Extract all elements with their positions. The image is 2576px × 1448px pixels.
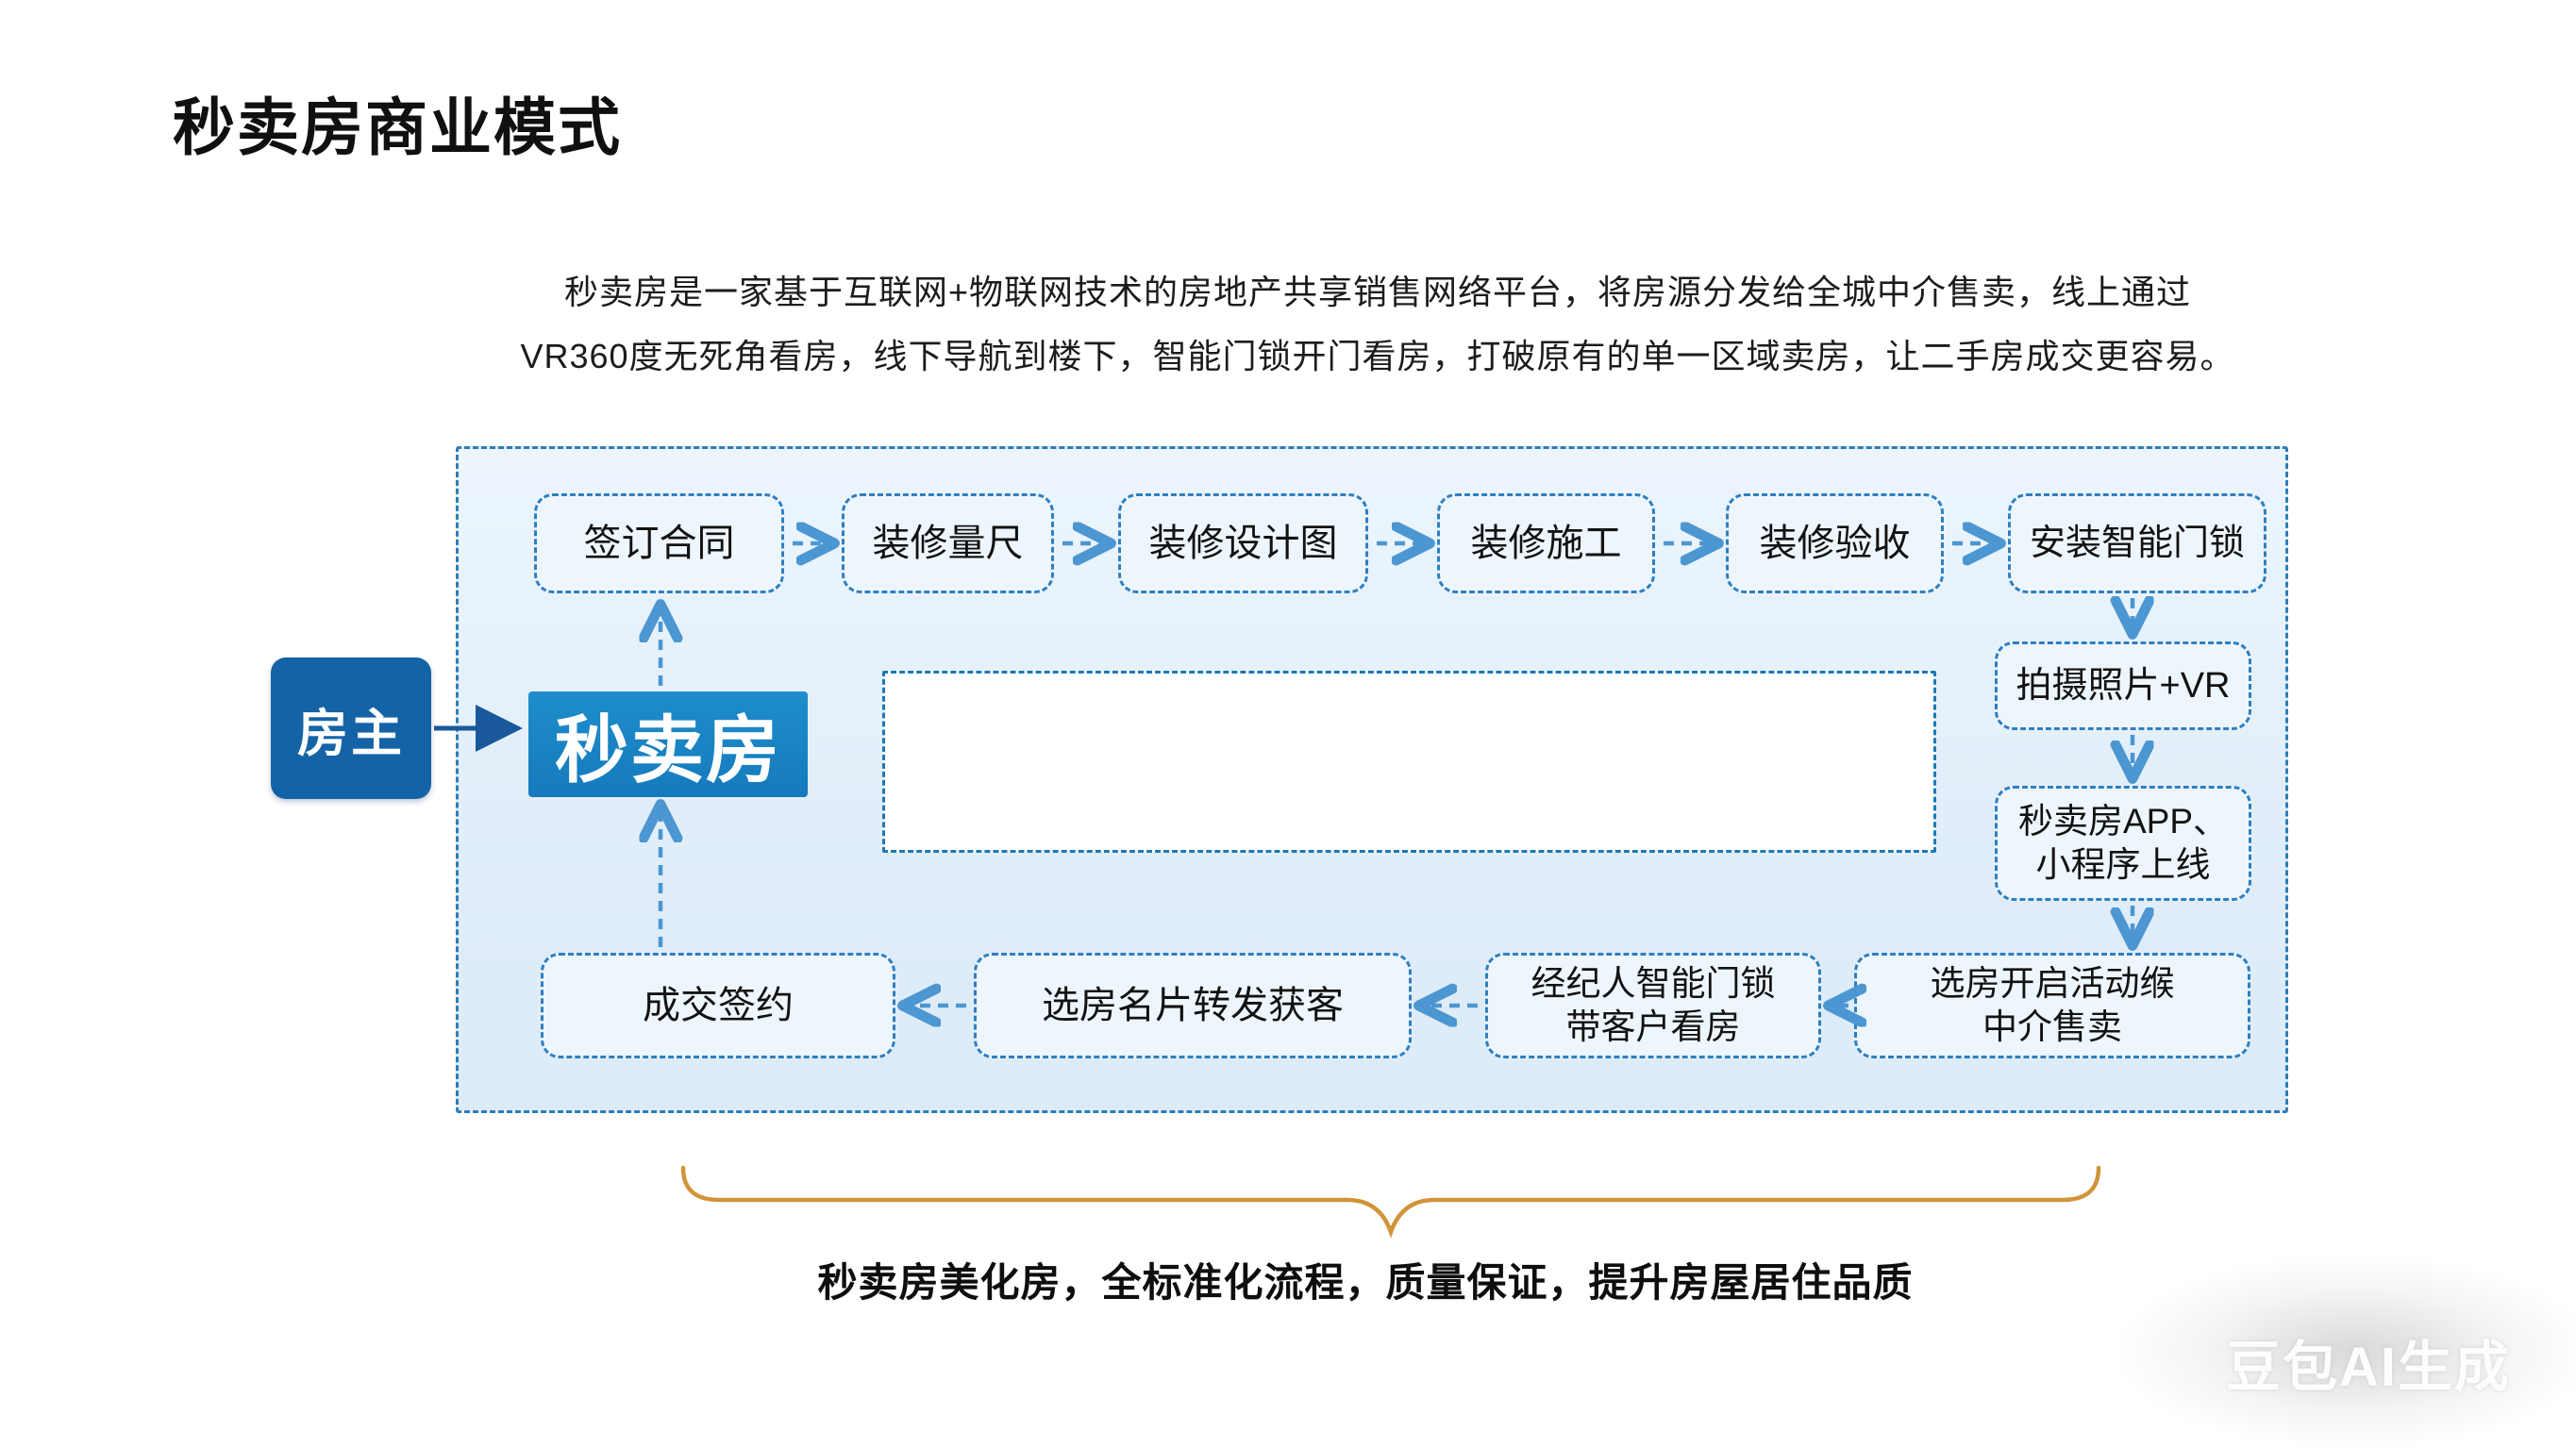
node-install-smart-lock-label: 安装智能门锁 (2029, 524, 2245, 563)
node-construction: 装修施工 (1437, 493, 1655, 593)
node-acceptance-label: 装修验收 (1759, 523, 1911, 564)
node-measure: 装修量尺 (842, 493, 1054, 593)
page-title: 秒卖房商业模式 (173, 92, 622, 162)
node-listing-distribution: 选房开启活动缑 中介售卖 (1854, 953, 2250, 1058)
node-construction-label: 装修施工 (1470, 523, 1622, 564)
platform-box: 秒卖房 (528, 691, 808, 797)
node-deal-signing-label: 成交签约 (643, 985, 794, 1026)
node-photos-vr-label: 拍摄照片+VR (2016, 666, 2231, 706)
summary-brace (680, 1165, 2101, 1239)
summary-caption: 秒卖房美化房，全标准化流程，质量保证，提升房屋居住品质 (817, 1260, 1914, 1305)
intro-line-1: 秒卖房是一家基于互联网+物联网技术的房地产共享销售网络平台，将房源分发给全城中介… (563, 273, 2192, 311)
owner-label: 房主 (297, 705, 405, 762)
node-card-sharing: 选房名片转发获客 (974, 953, 1412, 1058)
platform-label: 秒卖房 (554, 708, 781, 791)
node-agent-showing: 经纪人智能门锁 带客户看房 (1485, 953, 1821, 1058)
node-listing-distribution-line1: 选房开启活动缑 (1930, 964, 2175, 1003)
node-sign-contract: 签订合同 (534, 493, 784, 593)
watermark-text: 豆包AI生成 (2225, 1337, 2511, 1398)
node-photos-vr: 拍摄照片+VR (1995, 641, 2251, 730)
node-measure-label: 装修量尺 (872, 523, 1024, 564)
owner-box: 房主 (271, 657, 431, 799)
node-listing-distribution-line2: 中介售卖 (1982, 1007, 2122, 1046)
watermark-background (2118, 1255, 2576, 1448)
node-sign-contract-label: 签订合同 (583, 523, 735, 564)
node-deal-signing: 成交签约 (541, 953, 895, 1058)
intro-paragraph: 秒卖房是一家基于互联网+物联网技术的房地产共享销售网络平台，将房源分发给全城中介… (217, 260, 2538, 389)
node-card-sharing-label: 选房名片转发获客 (1042, 985, 1344, 1026)
node-app-launch: 秒卖房APP、 小程序上线 (1995, 786, 2251, 901)
intro-line-2: VR360度无死角看房，线下导航到楼下，智能门锁开门看房，打破原有的单一区域卖房… (520, 337, 2235, 375)
node-agent-showing-line1: 经纪人智能门锁 (1531, 964, 1776, 1003)
node-design-drawing: 装修设计图 (1118, 493, 1368, 593)
node-app-launch-line1: 秒卖房APP、 (2017, 802, 2229, 841)
node-design-drawing-label: 装修设计图 (1148, 523, 1338, 564)
node-app-launch-line2: 小程序上线 (2035, 845, 2211, 884)
node-acceptance: 装修验收 (1726, 493, 1944, 593)
node-agent-showing-line2: 带客户看房 (1565, 1007, 1741, 1046)
node-install-smart-lock: 安装智能门锁 (2008, 493, 2267, 593)
inner-placeholder-box (882, 671, 1936, 853)
